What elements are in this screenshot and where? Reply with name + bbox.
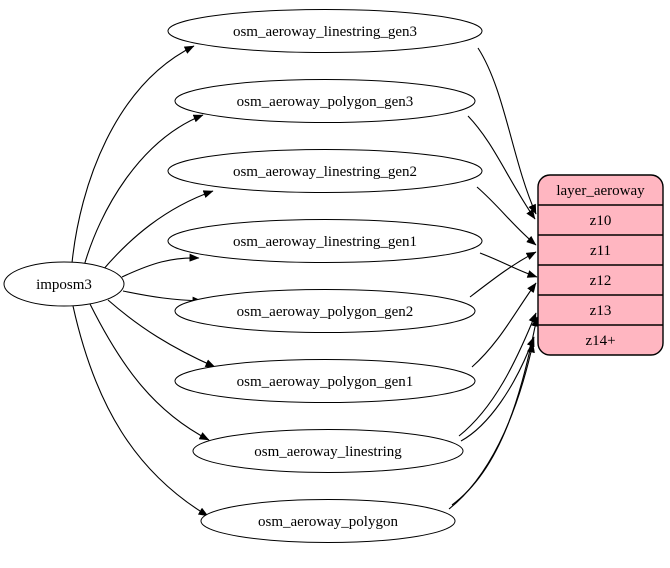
edge-imposm3-to-linestring-gen3 (71, 45, 195, 264)
source-node-imposm3 (3, 261, 125, 307)
table-node-ellipse (192, 429, 464, 473)
edge-polygon-gen2-to-z11 (469, 251, 537, 298)
table-node-ellipse (167, 219, 483, 263)
edge-imposm3-to-polygon-gen2 (122, 290, 203, 305)
table-node-ellipse (167, 149, 483, 193)
table-node-label: osm_aeroway_polygon_gen2 (237, 304, 414, 320)
edge-polygon-to-z14 (448, 342, 535, 510)
table-node-label: osm_aeroway_linestring_gen1 (233, 234, 417, 250)
edge-imposm3-to-linestring-gen1 (121, 253, 200, 278)
edge-polygon-gen1-to-z12 (471, 282, 537, 368)
table-node-label: osm_aeroway_polygon_gen3 (237, 94, 414, 110)
layer-zoom-row-label: z11 (590, 243, 611, 259)
edge-linestring-gen2-to-z11 (476, 186, 537, 246)
edge-polygon-gen3-to-z10 (467, 115, 536, 220)
table-node-label: osm_aeroway_polygon_gen1 (237, 374, 414, 390)
edge-imposm3-to-polygon (72, 305, 209, 517)
layer-zoom-row-label: z12 (590, 273, 612, 289)
layer-zoom-row-label: z10 (590, 213, 612, 229)
edge-imposm3-to-linestring (89, 303, 210, 441)
edge-imposm3-to-polygon-gen3 (83, 114, 204, 267)
edge-linestring-to-z13 (458, 312, 537, 437)
edge-linestring-gen3-to-z10 (477, 47, 537, 215)
table-node-label: osm_aeroway_linestring_gen2 (233, 164, 417, 180)
table-node-ellipse (200, 499, 456, 543)
source-node-label: imposm3 (36, 277, 92, 293)
layer-record-title: layer_aeroway (556, 183, 645, 199)
table-node-ellipse (174, 289, 476, 333)
edge-imposm3-to-linestring-gen2 (101, 190, 214, 272)
edge-imposm3-to-polygon-gen1 (107, 299, 216, 368)
table-node-ellipse (167, 9, 483, 53)
table-node-label: osm_aeroway_linestring (254, 444, 402, 460)
edge-linestring-to-z14 (460, 336, 535, 442)
layer-zoom-row-label: z14+ (585, 333, 615, 349)
table-node-label: osm_aeroway_polygon (258, 514, 398, 530)
table-node-label: osm_aeroway_linestring_gen3 (233, 24, 417, 40)
table-node-ellipse (174, 359, 476, 403)
table-node-ellipse (174, 79, 476, 123)
layer-zoom-row-label: z13 (590, 303, 612, 319)
edge-linestring-gen1-to-z12 (479, 252, 538, 278)
